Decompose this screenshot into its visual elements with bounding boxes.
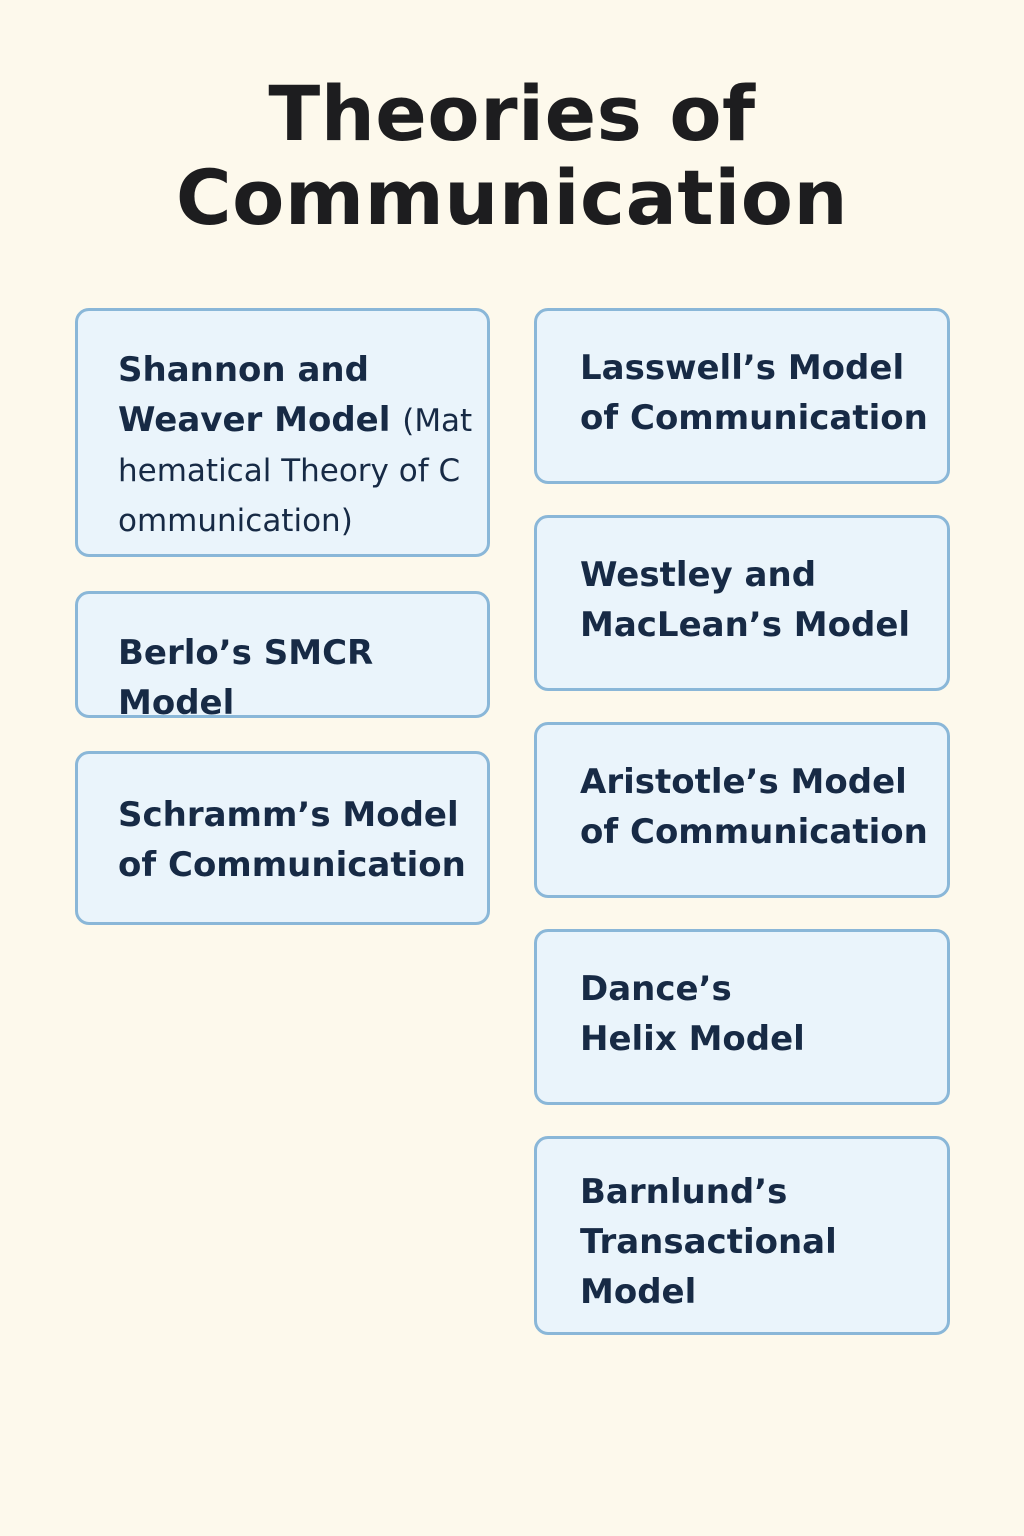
card-lasswell-model: Lasswell’s Model of Communication — [534, 308, 950, 484]
card-schramm-label: Schramm’s Model of Communication — [118, 795, 466, 885]
card-westley-maclean-model: Westley and MacLean’s Model — [534, 515, 950, 691]
card-shannon-weaver-subtitle: (Mathematical Theory of Communication) — [118, 403, 473, 539]
page-title-line-1: Theories of — [268, 69, 756, 158]
card-berlo-label: Berlo’s SMCR Model — [118, 633, 374, 718]
card-dance-label: Dance’s Helix Model — [580, 969, 805, 1059]
card-dance-helix-model: Dance’s Helix Model — [534, 929, 950, 1105]
card-aristotle-model: Aristotle’s Model of Communication — [534, 722, 950, 898]
card-berlo-smcr-model: Berlo’s SMCR Model — [75, 591, 490, 718]
card-westley-label: Westley and MacLean’s Model — [580, 555, 911, 645]
card-lasswell-label: Lasswell’s Model of Communication — [580, 348, 928, 438]
card-schramm-model: Schramm’s Model of Communication — [75, 751, 490, 925]
card-barnlund-label: Barnlund’s Transactional Model — [580, 1172, 837, 1312]
card-barnlund-transactional-model: Barnlund’s Transactional Model — [534, 1136, 950, 1335]
card-aristotle-label: Aristotle’s Model of Communication — [580, 762, 928, 852]
page-title: Theories of Communication — [0, 72, 1024, 240]
page-title-line-2: Communication — [175, 153, 849, 242]
card-shannon-weaver-title: Shannon and Weaver Model — [118, 350, 391, 440]
card-shannon-weaver-model: Shannon and Weaver Model (Mathematical T… — [75, 308, 490, 557]
